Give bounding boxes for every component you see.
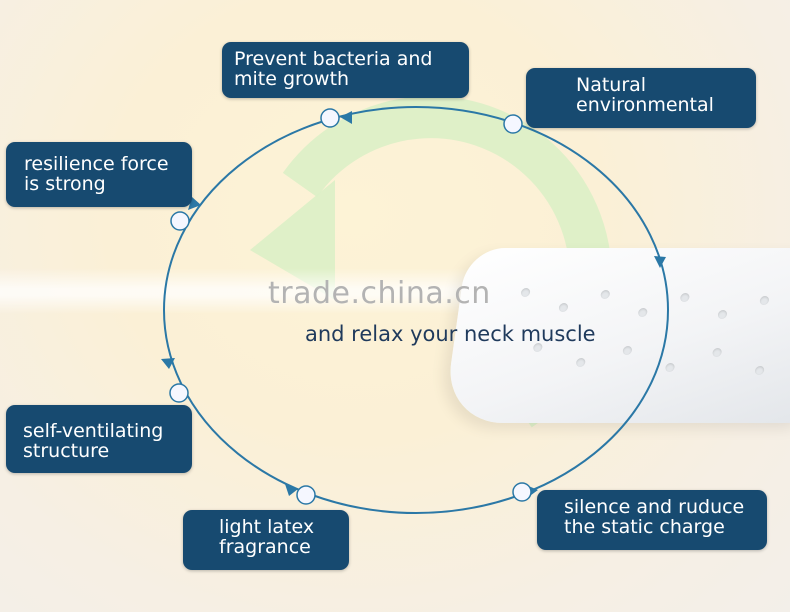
node-natural-environmental — [503, 114, 523, 134]
node-prevent-bacteria — [320, 108, 340, 128]
arrow-head-3 — [161, 358, 175, 369]
feature-light-latex: light latex fragrance — [183, 510, 349, 570]
feature-resilience: resilience force is strong — [6, 142, 192, 207]
feature-natural-environmental: Natural environmental — [526, 68, 756, 128]
arrow-head-1 — [340, 111, 352, 124]
node-resilience — [170, 211, 190, 231]
node-self-ventilating — [169, 383, 189, 403]
node-silence-static — [512, 482, 532, 502]
node-light-latex — [296, 485, 316, 505]
feature-self-ventilating: self-ventilating structure — [6, 405, 192, 473]
tagline: and relax your neck muscle — [305, 322, 596, 346]
arrow-head-4 — [285, 484, 298, 496]
feature-prevent-bacteria: Prevent bacteria and mite growth — [222, 42, 469, 98]
watermark: trade.china.cn — [268, 276, 491, 311]
feature-silence-static: silence and ruduce the static charge — [537, 490, 767, 550]
arrow-head-6 — [654, 256, 666, 268]
